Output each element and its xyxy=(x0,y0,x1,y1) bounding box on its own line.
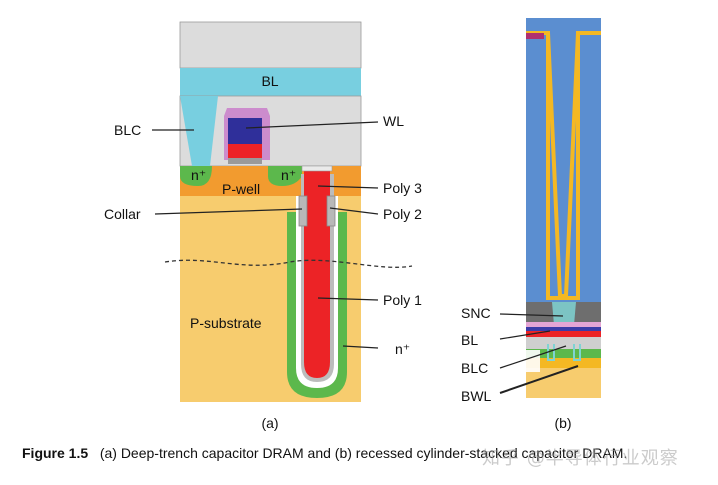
pointer-wl xyxy=(245,121,379,129)
bitline-cap-layer xyxy=(526,322,601,327)
label-p-substrate: P-substrate xyxy=(190,315,262,331)
label-n-plus-right: n⁺ xyxy=(281,167,296,183)
cylinder-inner xyxy=(546,32,580,298)
sub-label-b: (b) xyxy=(554,415,571,431)
label-n-plus-trench: n⁺ xyxy=(395,341,410,357)
figure-caption: Figure 1.5 (a) Deep-trench capacitor DRA… xyxy=(22,444,702,462)
collar-left xyxy=(298,195,308,227)
label-poly1: Poly 1 xyxy=(383,292,422,308)
pointer-blc-b xyxy=(499,345,567,369)
isolation-region xyxy=(526,350,540,372)
label-collar: Collar xyxy=(104,206,141,222)
cylinder-top-cap xyxy=(526,33,544,39)
buried-wordline-right xyxy=(573,344,581,361)
pointer-bwl xyxy=(499,365,579,394)
blue-dielectric xyxy=(526,18,601,302)
gate-metal xyxy=(228,118,262,144)
label-p-well: P-well xyxy=(222,181,260,197)
active-junction xyxy=(526,349,601,358)
pointer-poly1 xyxy=(317,297,379,301)
n-plus-junction-right xyxy=(268,166,302,186)
figure-number: Figure 1.5 xyxy=(22,445,89,461)
label-bl: BL xyxy=(261,73,278,89)
label-n-plus-left: n⁺ xyxy=(191,167,206,183)
poly3-strap xyxy=(301,165,333,172)
pointer-collar xyxy=(154,208,303,215)
label-blc: BLC xyxy=(114,122,141,138)
watermark: 知乎 @半导体行业观察 xyxy=(482,448,679,469)
label-blc-b: BLC xyxy=(461,360,488,376)
bitline-layer xyxy=(180,68,361,96)
bitline-contact xyxy=(180,96,218,166)
panel-b-diagram xyxy=(499,18,601,398)
panel-a-diagram xyxy=(152,21,413,402)
n-plus-junction-left xyxy=(180,166,212,186)
pointer-snc xyxy=(499,313,564,317)
collar-right xyxy=(326,195,336,227)
pointer-bl-b xyxy=(499,330,551,340)
label-bl-b: BL xyxy=(461,332,478,348)
depth-break-line xyxy=(164,259,413,268)
bitline-dielectric xyxy=(526,337,601,349)
bitline-metal xyxy=(526,327,601,331)
label-poly2: Poly 2 xyxy=(383,206,422,222)
gate-oxide xyxy=(228,158,262,164)
top-cap-layer xyxy=(179,21,362,69)
label-wl: WL xyxy=(383,113,404,129)
sub-label-a: (a) xyxy=(261,415,278,431)
bitline-poly xyxy=(526,331,601,337)
pointer-n-plus xyxy=(342,345,379,349)
figure-caption-text: (a) Deep-trench capacitor DRAM and (b) r… xyxy=(99,445,628,461)
label-snc: SNC xyxy=(461,305,491,321)
pointer-poly3 xyxy=(317,185,379,189)
trench-poly-fill xyxy=(304,170,330,378)
gate-poly xyxy=(228,144,262,158)
substrate-bottom xyxy=(526,368,601,398)
substrate-top xyxy=(526,358,601,368)
label-poly3: Poly 3 xyxy=(383,180,422,196)
label-bwl: BWL xyxy=(461,388,492,404)
pointer-poly2 xyxy=(329,207,379,215)
